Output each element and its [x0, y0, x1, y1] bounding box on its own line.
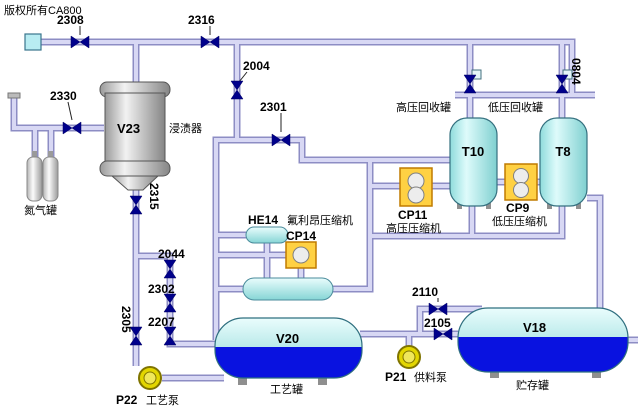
tank-v20-label: V20	[276, 331, 299, 346]
tank-v20-outline	[214, 317, 363, 379]
compressor-cp9	[504, 163, 538, 201]
nitrogen-bottles	[26, 151, 59, 202]
tank-v20-name: 工艺罐	[270, 383, 303, 396]
feed-inlet	[24, 33, 42, 51]
compressor-cp14	[285, 241, 317, 269]
tank-v18-name: 贮存罐	[516, 378, 549, 392]
valve-2316	[200, 35, 220, 49]
vessel-body	[104, 92, 166, 166]
valve-2302	[163, 293, 177, 313]
compressor-cp9-label: CP9	[506, 201, 530, 215]
valve-actuator-icon	[471, 69, 482, 80]
valve-2316-label: 2316	[188, 13, 215, 27]
tank-v18-outline	[457, 307, 629, 373]
compressor-cp14-name: 氟利昂压缩机	[287, 213, 353, 227]
valve-2315	[129, 195, 143, 215]
valve-2308	[70, 35, 90, 49]
tank-foot	[592, 369, 601, 378]
tank-foot	[238, 376, 247, 385]
compressor-stage	[513, 182, 529, 198]
valve-2207-label: 2207	[148, 315, 175, 329]
tank-foot	[547, 202, 552, 209]
valve-2330-label: 2330	[50, 89, 77, 103]
valve-2004-label: 2004	[243, 59, 270, 73]
compressor-stage	[513, 168, 529, 184]
pump-p22-name: 工艺泵	[146, 394, 179, 407]
valve-t10-inlet	[463, 74, 477, 94]
compressor-cp11-name: 高压压缩机	[386, 221, 441, 235]
tank-foot	[576, 202, 581, 209]
tank-t8	[539, 117, 588, 207]
vessel-bottom-head	[99, 160, 171, 177]
tank-foot	[490, 369, 499, 378]
tank-t10	[449, 117, 498, 207]
heat-exchanger-shell	[242, 277, 334, 301]
tank-v18	[458, 308, 628, 372]
valve-2110	[428, 302, 448, 316]
valve-2044	[163, 259, 177, 279]
valve-2330	[62, 121, 82, 135]
valve-2308-label: 2308	[57, 13, 84, 27]
pump-p21-label: P21	[385, 370, 407, 384]
bottle-neck	[48, 151, 53, 159]
valve-2301-label: 2301	[260, 100, 287, 114]
nitrogen-bottle	[26, 156, 43, 202]
valve-2044-label: 2044	[158, 247, 185, 261]
tank-foot	[486, 202, 491, 209]
tank-t10-label: T10	[462, 144, 484, 159]
pump-p21-name: 供料泵	[414, 370, 447, 384]
tank-t10-name: 高压回收罐	[396, 100, 451, 114]
tank-foot	[318, 376, 327, 385]
valve-2207	[163, 326, 177, 346]
pipe-network	[10, 38, 638, 382]
compressor-cp9-name: 低压压缩机	[492, 214, 547, 228]
heat-exchanger-he14	[245, 226, 289, 244]
valve-2105-label: 2105	[424, 316, 451, 330]
vessel-v23-name: 浸渍器	[169, 122, 202, 135]
pump-p21	[397, 345, 421, 369]
pump-impeller	[143, 371, 157, 385]
valve-2305-label: 2305	[119, 306, 133, 333]
nitrogen-bottle	[42, 156, 59, 202]
compressor-cp11-label: CP11	[398, 208, 428, 222]
tank-foot	[457, 202, 462, 209]
valve-actuator-icon	[562, 69, 573, 80]
copyright-text: 版权所有CA800	[4, 3, 82, 17]
heat-exchanger-he14-label: HE14	[248, 213, 278, 227]
pump-p22-label: P22	[116, 393, 138, 407]
compressor-cp14-label: CP14	[286, 229, 316, 243]
tank-v18-label: V18	[523, 320, 546, 335]
pump-impeller	[402, 350, 416, 364]
tank-t8-label: T8	[555, 144, 570, 159]
nitrogen-bottles-label: 氮气罐	[24, 203, 57, 217]
compressor-cp11	[399, 167, 433, 207]
vessel-cone	[110, 175, 160, 191]
valve-2315-label: 2315	[147, 183, 161, 210]
pump-p22	[138, 366, 162, 390]
vessel-v23	[99, 81, 171, 191]
bottle-neck	[32, 151, 37, 159]
valve-0804-label: 0804	[569, 58, 583, 85]
vessel-v23-label: V23	[117, 121, 140, 136]
tank-t8-name: 低压回收罐	[488, 100, 543, 114]
compressor-stage	[292, 246, 310, 264]
valve-2302-label: 2302	[148, 282, 175, 296]
valve-2305	[129, 326, 143, 346]
valve-2105	[433, 327, 453, 341]
tank-liquid	[458, 337, 628, 372]
tank-v20	[215, 318, 362, 378]
valve-2004	[230, 80, 244, 100]
valve-0804	[555, 74, 569, 94]
tank-liquid	[215, 347, 362, 378]
compressor-stage	[407, 186, 425, 204]
label-leader-lines	[67, 26, 439, 302]
valve-2110-label: 2110	[412, 285, 438, 299]
valve-2301	[271, 133, 291, 147]
pipe-flange	[7, 92, 21, 99]
